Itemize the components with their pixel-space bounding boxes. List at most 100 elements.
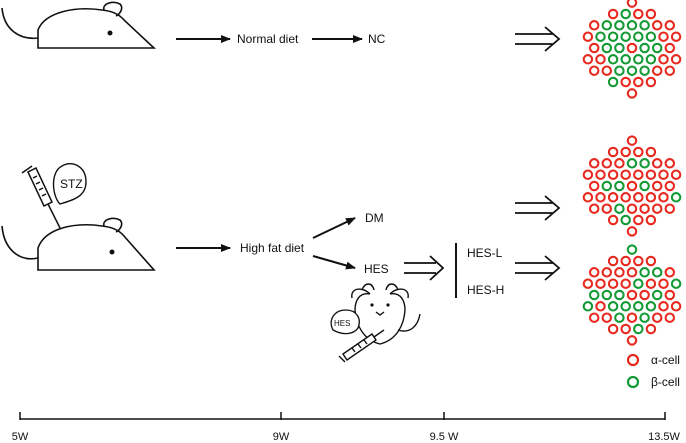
- beta-cell: [614, 20, 625, 31]
- alpha-cell: [614, 267, 625, 278]
- alpha-cell: [626, 289, 638, 301]
- beta-cell: [626, 158, 638, 169]
- alpha-cell: [658, 54, 669, 65]
- beta-cell: [639, 180, 650, 192]
- alpha-cell: [645, 169, 657, 180]
- gavage-bubble: [330, 309, 360, 335]
- beta-cell: [670, 192, 682, 203]
- beta-cell: [582, 301, 594, 312]
- alpha-cell: [645, 214, 657, 226]
- alpha-cell: [670, 54, 682, 65]
- dm-label: DM: [365, 211, 384, 225]
- alpha-cell: [658, 31, 669, 42]
- alpha-cell: [607, 278, 619, 289]
- alpha-cell: [670, 301, 682, 312]
- alpha-cell: [620, 255, 631, 267]
- beta-cell: [601, 20, 613, 31]
- alpha-cell: [645, 192, 657, 203]
- beta-cell: [620, 54, 631, 65]
- beta-cell: [633, 54, 644, 65]
- alpha-cell: [651, 180, 663, 192]
- alpha-cell: [588, 312, 600, 323]
- alpha-cell: [607, 146, 619, 158]
- alpha-cell: [607, 323, 619, 335]
- alpha-cell: [588, 158, 600, 169]
- alpha-cell: [582, 169, 594, 180]
- alpha-cell: [645, 146, 657, 158]
- beta-cell: [639, 267, 650, 278]
- alpha-cell: [664, 20, 676, 31]
- alpha-cell: [658, 301, 669, 312]
- alpha-cell: [620, 169, 631, 180]
- alpha-cell: [664, 158, 676, 169]
- alpha-cell: [651, 312, 663, 323]
- alpha-cell: [651, 158, 663, 169]
- alpha-cell: [595, 169, 606, 180]
- stz-bubble: [52, 163, 87, 205]
- beta-cell: [633, 278, 644, 289]
- alpha-cell: [607, 192, 619, 203]
- beta-cell: [651, 267, 663, 278]
- alpha-cell: [626, 0, 638, 8]
- alpha-cell: [588, 267, 600, 278]
- double-arrow-dm: [515, 195, 561, 221]
- beta-cell: [626, 65, 638, 76]
- islet-hes: [582, 244, 682, 346]
- beta-cell: [645, 54, 657, 65]
- beta-cell: [601, 180, 613, 192]
- alpha-cell: [658, 192, 669, 203]
- beta-cell: [607, 54, 619, 65]
- alpha-cell: [633, 8, 644, 20]
- alpha-cell: [645, 323, 657, 335]
- arrow-to-hes: [312, 255, 356, 270]
- alpha-cell: [601, 267, 613, 278]
- alpha-cell: [651, 203, 663, 214]
- double-arrow-hes: [404, 255, 445, 281]
- alpha-cell: [601, 158, 613, 169]
- timeline-tick-5w: 5W: [12, 431, 29, 443]
- alpha-cell: [620, 278, 631, 289]
- beta-cell: [651, 42, 663, 54]
- timeline-tick-9-5w: 9.5 W: [430, 431, 459, 443]
- hes-h-label: HES-H: [467, 283, 504, 297]
- alpha-cell: [582, 31, 594, 42]
- beta-cell: [639, 65, 650, 76]
- alpha-cell: [664, 312, 676, 323]
- beta-cell: [614, 42, 625, 54]
- alpha-cell: [633, 76, 644, 88]
- alpha-cell: [633, 255, 644, 267]
- alpha-cell: [588, 203, 600, 214]
- beta-cell: [614, 65, 625, 76]
- alpha-cell: [582, 278, 594, 289]
- alpha-cell: [633, 169, 644, 180]
- alpha-cell: [626, 42, 638, 54]
- beta-cell: [607, 301, 619, 312]
- alpha-cell: [620, 76, 631, 88]
- alpha-cell: [633, 214, 644, 226]
- mouse-icon: [1, 217, 156, 271]
- islet-nc: [582, 0, 682, 99]
- beta-cell: [620, 8, 631, 20]
- beta-cell: [620, 301, 631, 312]
- alpha-cell: [645, 278, 657, 289]
- syringe-icon: [21, 165, 61, 229]
- nc-label: NC: [368, 32, 386, 46]
- beta-cell: [614, 289, 625, 301]
- alpha-cell: [645, 255, 657, 267]
- beta-cell: [639, 158, 650, 169]
- timeline-tick-13-5w: 13.5W: [648, 431, 680, 443]
- alpha-cell: [626, 226, 638, 237]
- alpha-cell: [626, 180, 638, 192]
- arrow-to-dm: [312, 217, 356, 239]
- gavage-syringe-icon: [338, 329, 385, 363]
- beta-cell: [607, 31, 619, 42]
- normal-diet-label: Normal diet: [237, 32, 299, 46]
- beta-cell: [626, 20, 638, 31]
- alpha-cell: [664, 180, 676, 192]
- alpha-cell: [664, 203, 676, 214]
- beta-cell: [595, 31, 606, 42]
- gavage-mouse-icon: [351, 283, 421, 345]
- high-fat-diet-label: High fat diet: [240, 241, 305, 255]
- hes-label: HES: [364, 262, 389, 276]
- islet-dm: [582, 135, 682, 237]
